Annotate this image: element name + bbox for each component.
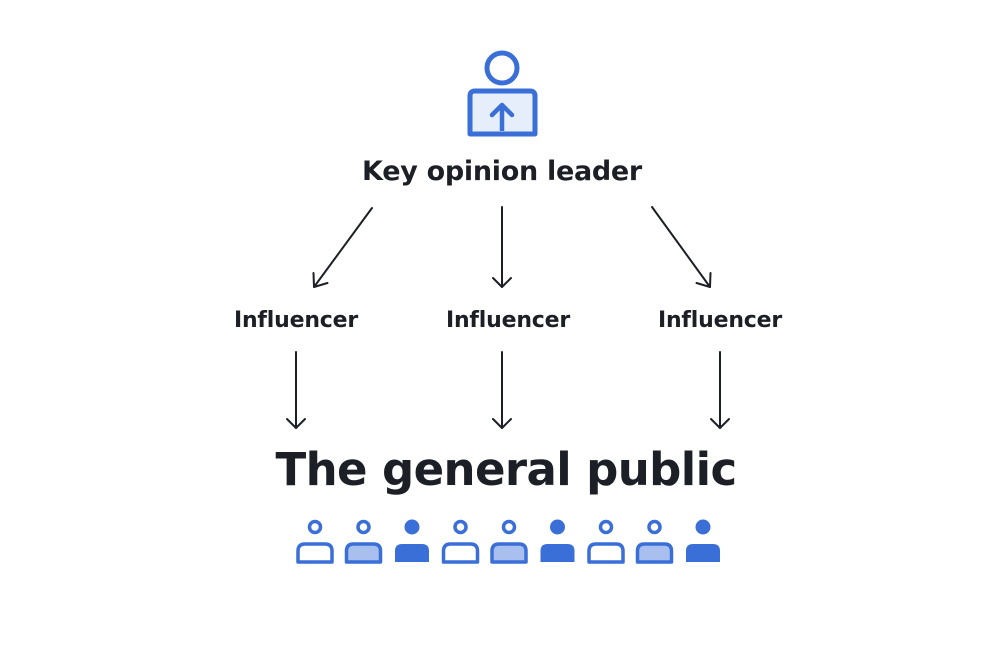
person-icon-body xyxy=(296,542,334,564)
person-icon-head xyxy=(598,519,614,535)
person-icon xyxy=(441,519,480,564)
person-icon-head xyxy=(647,519,662,535)
public-label: The general public xyxy=(275,443,737,496)
person-icon xyxy=(686,519,720,562)
arrow-leader-to-influencer-2 xyxy=(492,206,512,288)
person-icon-head xyxy=(453,519,468,535)
person-icon-body xyxy=(686,544,720,562)
arrow-influencer-3-to-public xyxy=(710,351,730,429)
person-icon xyxy=(540,519,575,562)
influencer-label-1: Influencer xyxy=(233,308,359,333)
person-icon-body xyxy=(490,542,528,564)
arrow-leader-to-influencer-3 xyxy=(651,206,712,288)
influencer-label-2: Influencer xyxy=(445,308,571,333)
person-icon xyxy=(587,519,625,564)
arrow-influencer-1-to-public xyxy=(286,351,306,429)
person-icon-body xyxy=(441,542,480,564)
person-icon-head xyxy=(550,519,565,535)
person-icon xyxy=(490,519,528,564)
arrow-influencer-2-to-public xyxy=(492,351,512,429)
leader-icon-head xyxy=(484,50,520,86)
person-icon-body xyxy=(395,544,429,562)
person-icon-head xyxy=(356,519,371,535)
person-icon xyxy=(395,519,429,562)
person-icon-body xyxy=(344,542,383,564)
arrow-leader-to-influencer-1 xyxy=(312,207,373,288)
person-icon xyxy=(344,519,383,564)
person-icon-head xyxy=(501,519,517,535)
person-icon xyxy=(296,519,334,564)
person-icon-body xyxy=(635,542,674,564)
public-people-row xyxy=(296,519,720,564)
person-icon-head xyxy=(307,519,323,535)
person-icon-body xyxy=(540,544,575,562)
leader-icon xyxy=(467,50,538,137)
leader-label: Key opinion leader xyxy=(362,156,642,187)
person-icon xyxy=(635,519,674,564)
influencer-label-3: Influencer xyxy=(657,308,783,333)
person-icon-body xyxy=(587,542,625,564)
leader-icon-arrow-head xyxy=(489,102,515,118)
person-icon-head xyxy=(695,519,711,535)
person-icon-head xyxy=(404,519,420,535)
